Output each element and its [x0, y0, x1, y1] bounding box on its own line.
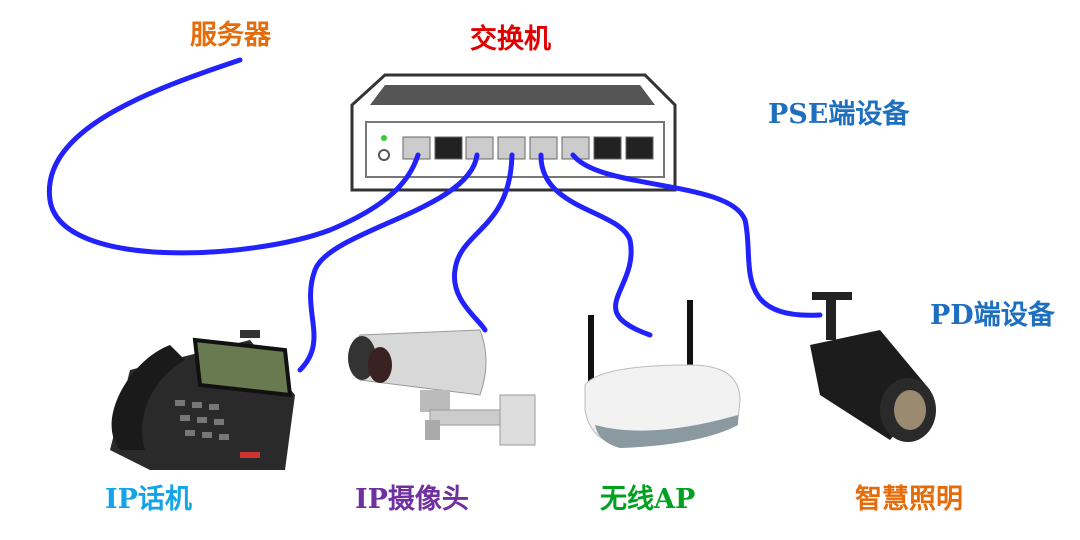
pse-label: PSE端设备 — [768, 99, 910, 130]
ip-phone-label: IP话机 — [105, 484, 192, 515]
smart-lighting-label: 智慧照明 — [855, 484, 963, 515]
server-label: 服务器 — [190, 20, 271, 51]
ip-camera-label: IP摄像头 — [355, 484, 469, 515]
ip-camera-device — [348, 329, 536, 446]
smart-light-device — [810, 292, 936, 442]
ethernet-port — [529, 136, 558, 160]
cables — [46, 57, 823, 373]
ethernet-port — [465, 136, 494, 160]
switch-label: 交换机 — [470, 24, 551, 55]
ip-phone-device — [110, 330, 295, 470]
cable-lighting — [570, 152, 823, 318]
switch-device — [350, 73, 677, 192]
cable-ap — [538, 152, 653, 338]
ethernet-port — [625, 136, 654, 160]
ethernet-port — [434, 136, 463, 160]
pd-label: PD端设备 — [930, 300, 1055, 331]
cable-server — [46, 57, 421, 256]
ethernet-port — [593, 136, 622, 160]
wireless-ap-label: 无线AP — [600, 484, 696, 515]
cable-ip-camera — [452, 152, 515, 333]
wireless-ap-device — [584, 300, 741, 448]
cable-ip-phone — [297, 152, 480, 373]
